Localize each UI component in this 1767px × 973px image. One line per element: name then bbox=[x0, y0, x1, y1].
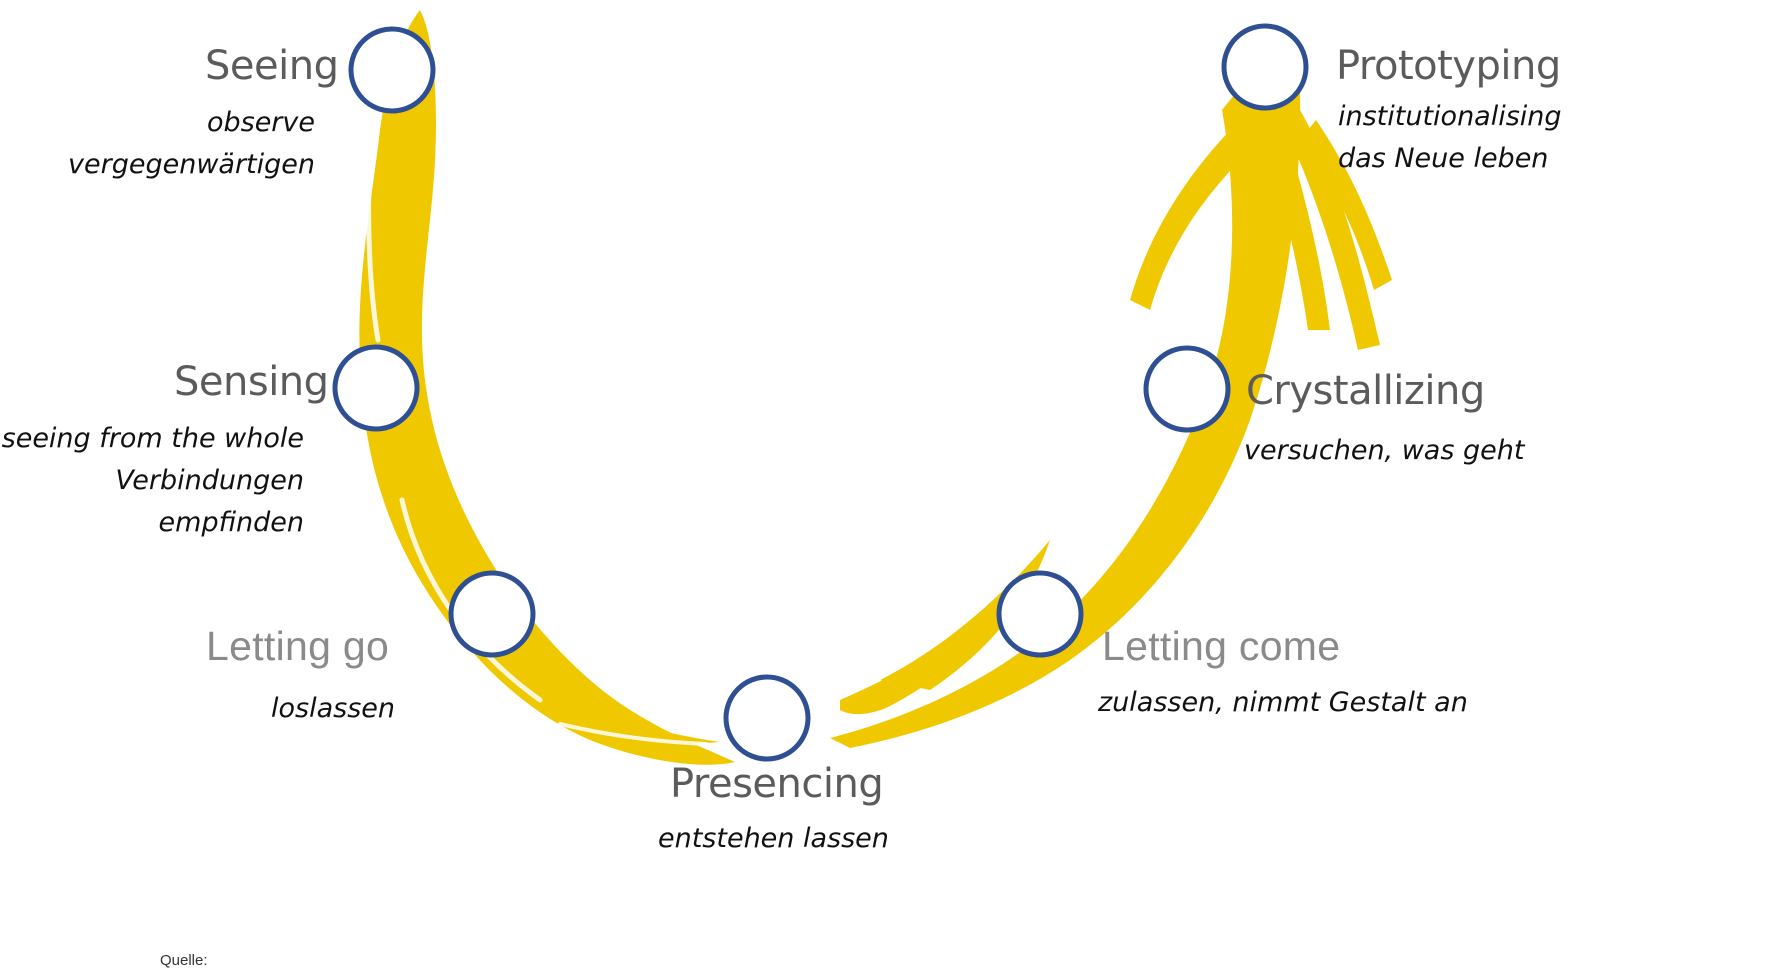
note-seeing-1: observe bbox=[68, 102, 315, 144]
source-label: Quelle: bbox=[160, 952, 208, 969]
notes-seeing: observe vergegenwärtigen bbox=[68, 102, 315, 186]
label-seeing: Seeing bbox=[205, 46, 338, 86]
note-sensing-1: seeing from the whole bbox=[2, 418, 304, 460]
node-prototyping bbox=[1224, 26, 1306, 108]
node-sensing bbox=[335, 347, 417, 429]
node-letting-come bbox=[999, 573, 1081, 655]
node-seeing bbox=[351, 29, 433, 111]
notes-letting-go: loslassen bbox=[271, 688, 395, 730]
note-sensing-3: empfinden bbox=[2, 502, 304, 544]
notes-prototyping: institutionalising das Neue leben bbox=[1338, 96, 1562, 180]
label-prototyping: Prototyping bbox=[1336, 46, 1561, 86]
notes-presencing: entstehen lassen bbox=[658, 818, 889, 860]
note-prototyping-1: institutionalising bbox=[1338, 96, 1562, 138]
note-crystallizing-1: versuchen, was geht bbox=[1244, 430, 1524, 472]
note-letting-go-1: loslassen bbox=[271, 688, 395, 730]
notes-letting-come: zulassen, nimmt Gestalt an bbox=[1098, 682, 1468, 724]
note-letting-come-1: zulassen, nimmt Gestalt an bbox=[1098, 682, 1468, 724]
label-crystallizing: Crystallizing bbox=[1246, 371, 1485, 411]
notes-crystallizing: versuchen, was geht bbox=[1244, 430, 1524, 472]
label-letting-go: Letting go bbox=[206, 626, 389, 667]
label-letting-come: Letting come bbox=[1102, 626, 1340, 667]
label-sensing: Sensing bbox=[174, 362, 329, 402]
note-prototyping-2: das Neue leben bbox=[1338, 138, 1562, 180]
note-seeing-2: vergegenwärtigen bbox=[68, 144, 315, 186]
node-presencing bbox=[726, 677, 808, 759]
node-letting-go bbox=[451, 573, 533, 655]
note-sensing-2: Verbindungen bbox=[2, 460, 304, 502]
note-presencing-1: entstehen lassen bbox=[658, 818, 889, 860]
node-crystallizing bbox=[1146, 348, 1228, 430]
label-presencing: Presencing bbox=[670, 764, 883, 804]
notes-sensing: seeing from the whole Verbindungen empfi… bbox=[2, 418, 304, 544]
